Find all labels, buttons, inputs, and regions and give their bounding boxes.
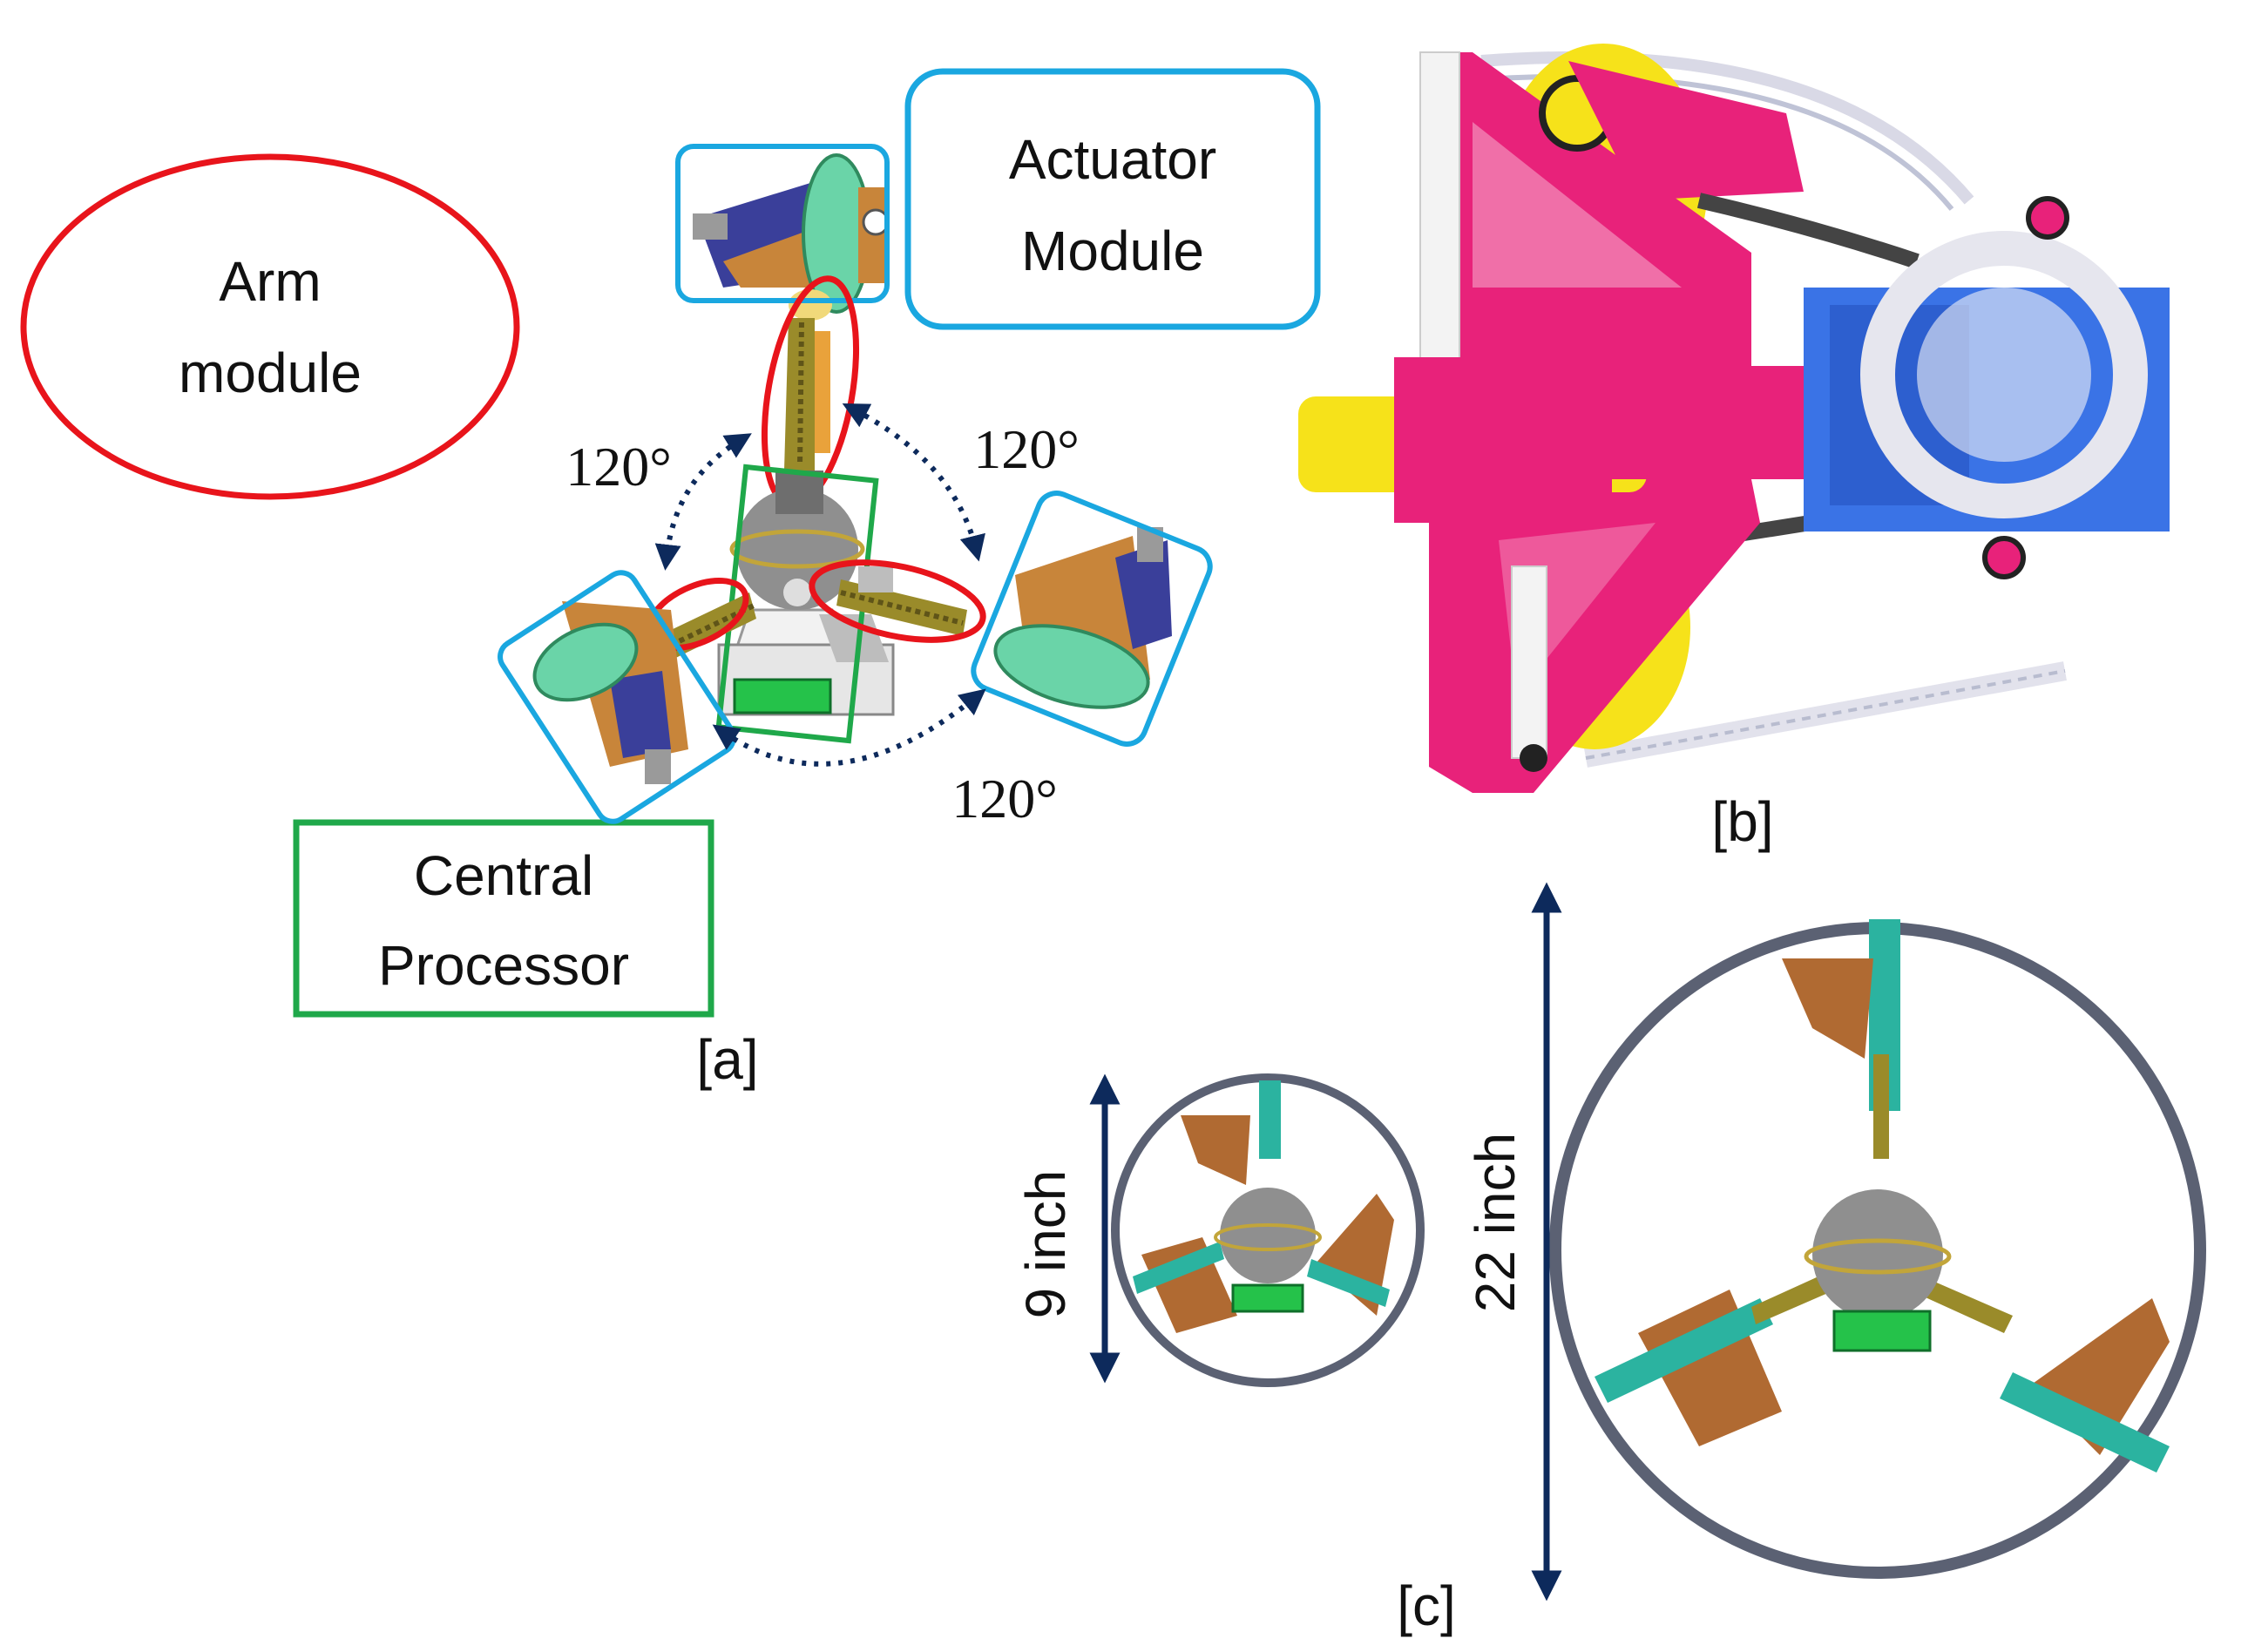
- angle-arrow-top-left: [654, 433, 752, 571]
- panel-b-caption: [b]: [1711, 790, 1773, 853]
- panel-a-caption: [a]: [696, 1028, 758, 1091]
- actuator-module-label-line1: Actuator: [1009, 128, 1216, 191]
- panel-c-caption: [c]: [1397, 1574, 1456, 1637]
- actuator-module-label-line2: Module: [1021, 220, 1204, 282]
- top-arm: [784, 318, 830, 471]
- robot-photo: [1298, 44, 2170, 793]
- central-processor-label-line1: Central: [414, 844, 593, 907]
- angle-label-top-left: 120°: [565, 436, 672, 498]
- right-actuator-highlight: [971, 491, 1213, 747]
- large-robot: [1549, 919, 2206, 1579]
- small-robot: [1111, 1073, 1425, 1387]
- battery-indicator: [733, 678, 832, 714]
- panel-a: Arm module Actuator Module Central Proce…: [20, 68, 1321, 1091]
- right-arm: [836, 566, 967, 636]
- angle-label-top-right: 120°: [973, 418, 1080, 480]
- arm-module-label-line2: module: [179, 342, 362, 404]
- large-dimension-label: 22 inch: [1464, 1133, 1527, 1312]
- arm-module-label-outline: [20, 153, 520, 500]
- angle-label-bottom: 120°: [951, 768, 1058, 829]
- central-processor-label-outline: [293, 819, 714, 1018]
- angle-arrow-top-right: [842, 403, 985, 562]
- left-actuator-module: [532, 601, 688, 784]
- top-actuator-highlight: [675, 144, 890, 303]
- top-actuator-module: [693, 153, 890, 321]
- right-actuator-module: [993, 527, 1172, 709]
- panel-b: [b]: [1298, 44, 2170, 853]
- actuator-module-label-outline: [904, 68, 1321, 330]
- left-actuator-highlight: [498, 570, 736, 824]
- arm-module-label-line1: Arm: [219, 250, 321, 313]
- right-arm-highlight: [809, 559, 986, 643]
- small-dimension-label: 9 inch: [1014, 1170, 1077, 1319]
- panel-c: 9 inch 22 inch [c]: [1014, 882, 2206, 1637]
- central-processor-label-line2: Processor: [378, 934, 629, 997]
